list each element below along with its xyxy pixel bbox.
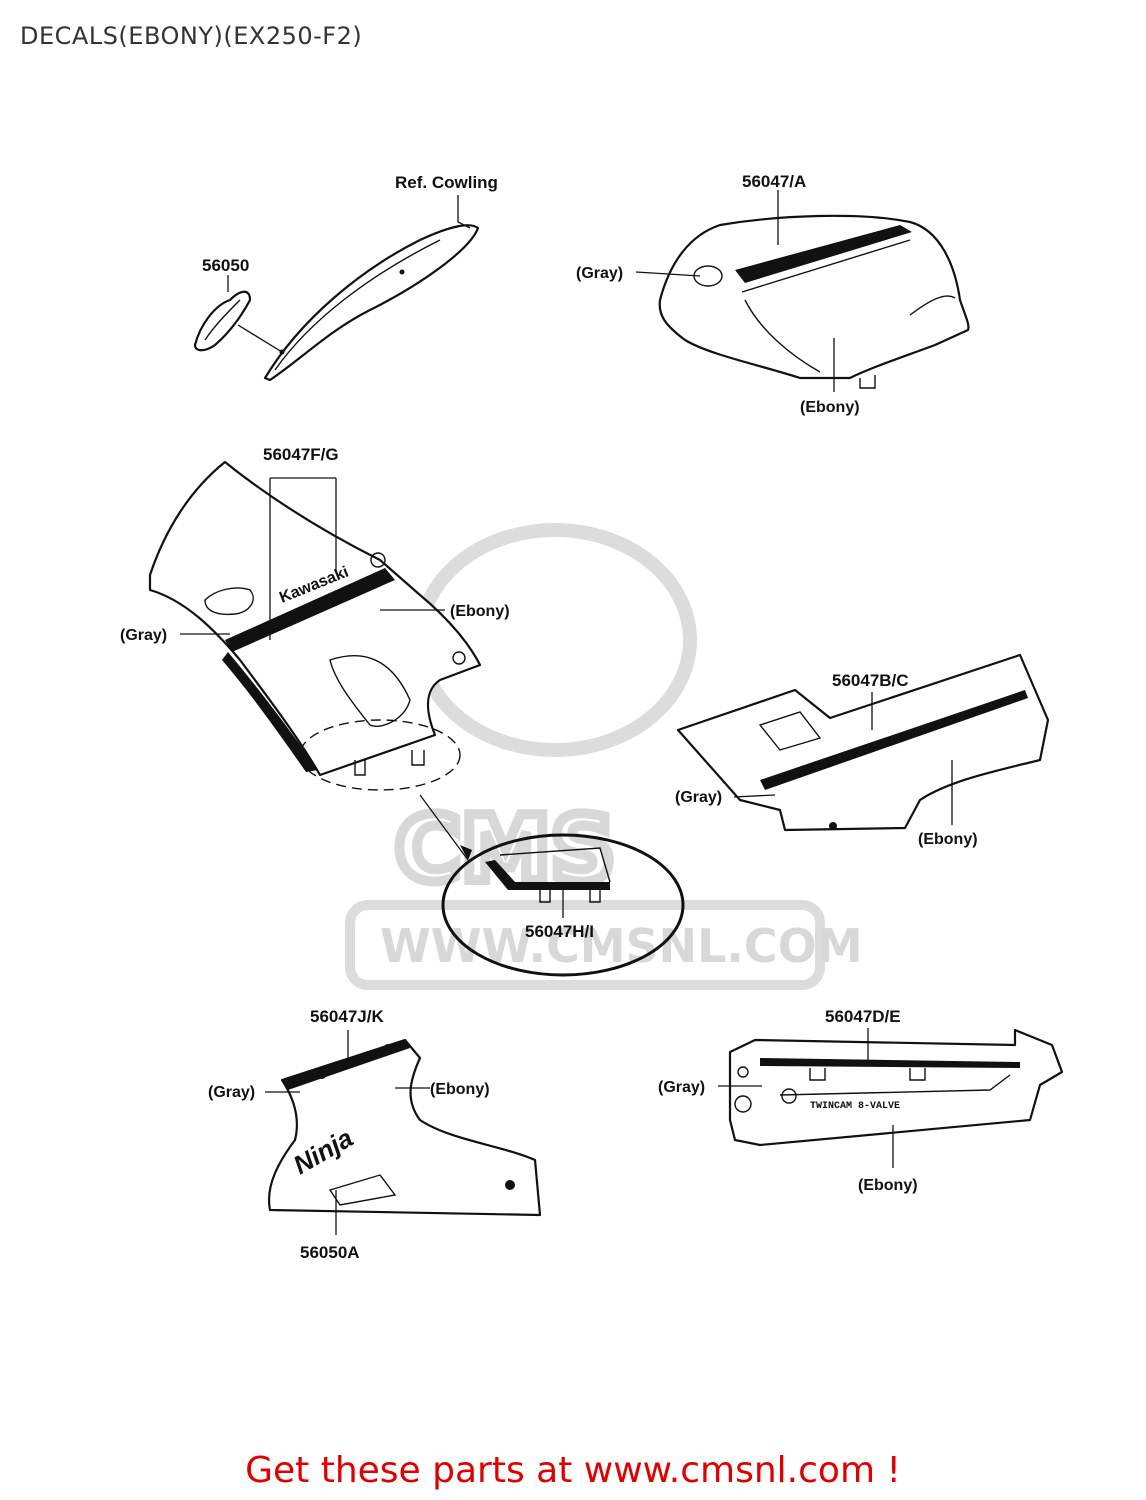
windscreen-assembly: Ref. Cowling 56050 — [193, 173, 498, 382]
ebony-tail-label: (Ebony) — [858, 1177, 918, 1194]
part-56047a-label: 56047/A — [742, 172, 806, 191]
footer-link[interactable]: Get these parts at www.cmsnl.com ! — [245, 1450, 901, 1491]
part-56050-label: 56050 — [202, 256, 249, 275]
gray-side-label: (Gray) — [675, 789, 722, 806]
ebony-side-label: (Ebony) — [918, 831, 978, 848]
watermark: CMS WWW.CMSNL.COM — [345, 523, 863, 990]
gray-fairing-label: (Gray) — [120, 627, 167, 644]
tail-cover: TWINCAM 8-VALVE 56047D/E (Gray) (Ebony) — [658, 1007, 1064, 1194]
part-56047bc-label: 56047B/C — [832, 671, 909, 690]
gray-tail-label: (Gray) — [658, 1079, 705, 1096]
lower-fairing: Ninja 56047J/K (Gray) (Ebony) 56050A — [208, 1007, 542, 1262]
twincam-decal-text: TWINCAM 8-VALVE — [810, 1101, 900, 1112]
front-fairing: Kawasaki 56047F/G (Ebony) (Gray) — [120, 445, 510, 861]
side-cover: 56047B/C (Gray) (Ebony) — [675, 653, 1050, 848]
page-title: DECALS(EBONY)(EX250-F2) — [20, 22, 363, 50]
part-56047fg-label: 56047F/G — [263, 445, 339, 464]
part-56047jk-label: 56047J/K — [310, 1007, 384, 1026]
watermark-url: WWW.CMSNL.COM — [380, 919, 863, 973]
detail-56047hi: 56047H/I — [441, 833, 685, 977]
part-56047hi-label: 56047H/I — [525, 922, 594, 941]
ebony-lower-label: (Ebony) — [430, 1081, 490, 1098]
ebony-fairing-label: (Ebony) — [450, 603, 510, 620]
ebony-tank-label: (Ebony) — [800, 399, 860, 416]
fuel-tank: 56047/A (Gray) (Ebony) — [576, 172, 970, 416]
part-56047de-label: 56047D/E — [825, 1007, 901, 1026]
gray-tank-label: (Gray) — [576, 265, 623, 282]
ref-cowling-label: Ref. Cowling — [395, 173, 498, 192]
part-56050a-label: 56050A — [300, 1243, 360, 1262]
gray-lower-label: (Gray) — [208, 1084, 255, 1101]
